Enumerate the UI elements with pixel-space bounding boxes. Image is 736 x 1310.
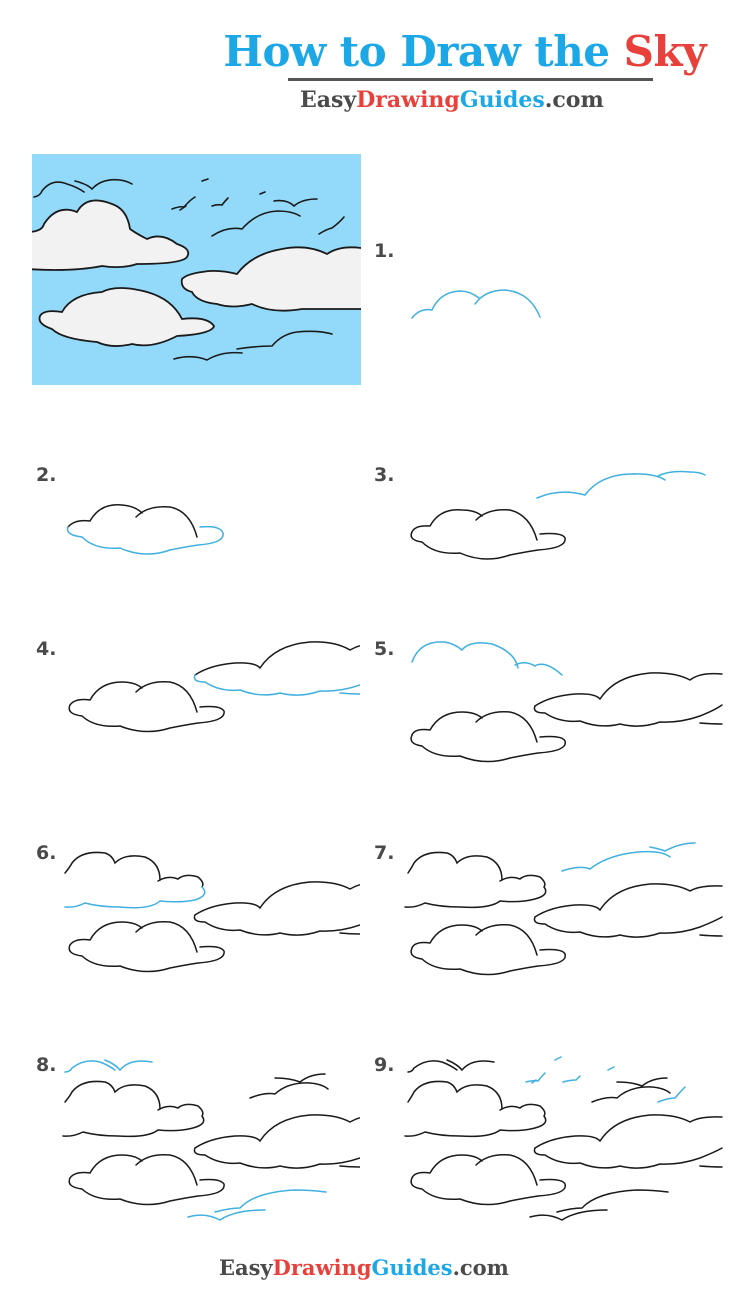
brand-com: .com (544, 87, 604, 113)
cloud-guide-icon (410, 470, 706, 560)
step-number: 2. (36, 464, 57, 486)
finished-sky-illustration (32, 154, 361, 385)
cloud-guide-icon (410, 641, 723, 763)
title-subject: Sky (623, 27, 707, 76)
step-number: 3. (374, 464, 395, 486)
step-number: 7. (374, 842, 395, 864)
title-divider (288, 78, 653, 81)
sky-drawing-icon (32, 178, 361, 361)
brand-drawing: Drawing (272, 1255, 372, 1280)
brand-drawing: Drawing (356, 87, 460, 113)
brand-easy: Easy (300, 87, 357, 113)
step-4-drawing (60, 630, 360, 740)
brand-easy: Easy (219, 1255, 273, 1280)
brand-com: .com (452, 1255, 509, 1280)
brand-logo-bottom: EasyDrawingGuides.com (219, 1254, 509, 1282)
step-9-drawing (400, 1050, 736, 1225)
cloud-guide-icon (404, 842, 723, 976)
step-number: 4. (36, 638, 57, 660)
cloud-guide-icon (404, 1056, 723, 1221)
page-title: How to Draw the Sky (0, 24, 736, 80)
brand-guides: Guides (459, 87, 545, 113)
cloud-guide-icon (64, 851, 360, 973)
step-3-drawing (400, 460, 736, 565)
step-2-drawing (60, 495, 240, 565)
cloud-guide-icon (62, 1059, 360, 1221)
step-1-drawing (400, 280, 560, 330)
step-number: 1. (374, 240, 395, 262)
cloud-guide-icon (68, 641, 360, 733)
cloud-guide-icon (411, 289, 541, 319)
step-7-drawing (400, 835, 736, 980)
step-6-drawing (60, 845, 360, 980)
step-number: 6. (36, 842, 57, 864)
step-5-drawing (400, 630, 736, 770)
step-8-drawing (60, 1050, 360, 1225)
brand-logo-top: EasyDrawingGuides.com (300, 86, 604, 114)
step-number: 8. (36, 1054, 57, 1076)
step-number: 9. (374, 1054, 395, 1076)
title-main: How to Draw the (223, 27, 624, 76)
step-number: 5. (374, 638, 395, 660)
cloud-guide-icon (66, 504, 224, 555)
brand-guides: Guides (371, 1255, 453, 1280)
